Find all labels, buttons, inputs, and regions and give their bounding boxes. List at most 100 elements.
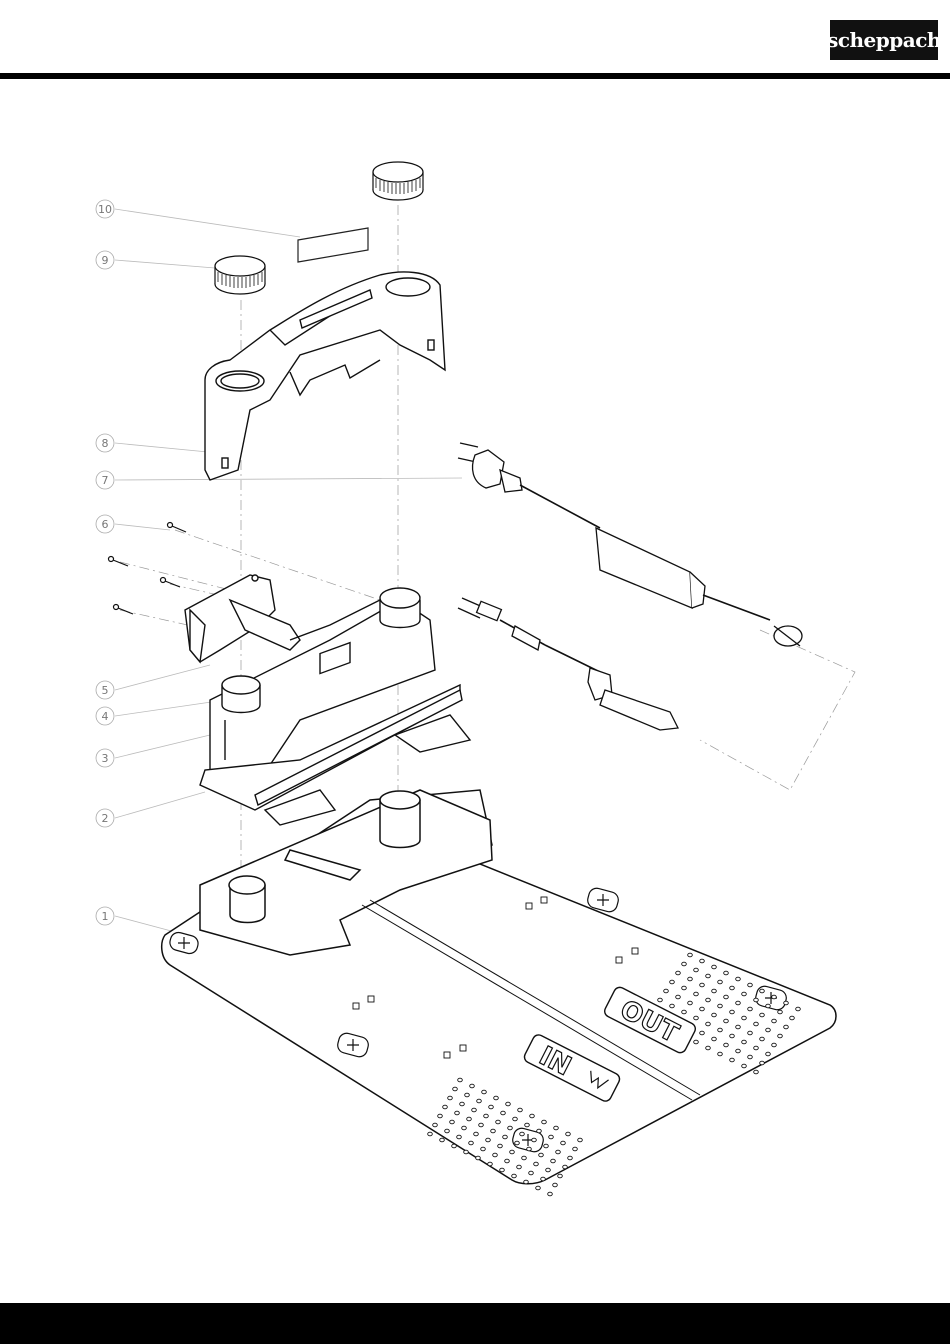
vent-hole [694, 1040, 699, 1044]
vent-hole [476, 1156, 481, 1160]
vent-hole [448, 1096, 453, 1100]
base-plate-part [162, 790, 836, 1196]
vent-hole [670, 980, 675, 984]
vent-hole [493, 1153, 498, 1157]
vent-hole [796, 1007, 801, 1011]
callout-5: 5 [96, 681, 114, 699]
vent-hole [760, 1037, 765, 1041]
vent-hole [546, 1168, 551, 1172]
vent-hole [766, 1052, 771, 1056]
vent-hole [784, 1025, 789, 1029]
vent-hole [477, 1099, 482, 1103]
label-sticker-part [298, 228, 368, 262]
vent-hole [760, 989, 765, 993]
vent-hole [712, 1037, 717, 1041]
vent-hole [541, 1177, 546, 1181]
vent-hole [450, 1120, 455, 1124]
vent-hole [482, 1090, 487, 1094]
callout-label: 3 [102, 752, 109, 765]
vent-hole [742, 1040, 747, 1044]
vent-hole [517, 1165, 522, 1169]
vent-hole [664, 989, 669, 993]
vent-hole [500, 1168, 505, 1172]
vent-hole [730, 986, 735, 990]
callout-10: 10 [96, 200, 114, 218]
vent-hole [724, 1019, 729, 1023]
vent-hole [452, 1144, 457, 1148]
vent-hole [778, 1034, 783, 1038]
callout-label: 4 [102, 710, 109, 723]
vent-hole [542, 1120, 547, 1124]
callout-1: 1 [96, 907, 114, 925]
vent-hole [724, 995, 729, 999]
callout-label: 9 [102, 254, 109, 267]
vent-hole [486, 1138, 491, 1142]
vent-hole [428, 1132, 433, 1136]
vent-hole [730, 1034, 735, 1038]
vent-hole [754, 998, 759, 1002]
vent-hole [554, 1126, 559, 1130]
vent-hole [573, 1147, 578, 1151]
vent-hole [548, 1192, 553, 1196]
callout-label: 1 [102, 910, 109, 923]
vent-hole [790, 1016, 795, 1020]
callout-8: 8 [96, 434, 114, 452]
callout-label: 2 [102, 812, 109, 825]
vent-hole [706, 1022, 711, 1026]
vent-hole [512, 1174, 517, 1178]
vent-hole [527, 1147, 532, 1151]
vent-hole [748, 1031, 753, 1035]
vent-hole [453, 1087, 458, 1091]
vent-hole [494, 1096, 499, 1100]
vent-hole [474, 1132, 479, 1136]
callout-label: 7 [102, 474, 109, 487]
vent-hole [736, 977, 741, 981]
vent-hole [479, 1123, 484, 1127]
vent-hole [433, 1123, 438, 1127]
vent-hole [443, 1105, 448, 1109]
callout-label: 8 [102, 437, 109, 450]
extension-cable-part [458, 598, 678, 730]
vent-hole [510, 1150, 515, 1154]
callouts: 10 9 8 7 6 5 4 3 2 1 [96, 200, 114, 925]
vent-hole [736, 1001, 741, 1005]
vent-hole [513, 1117, 518, 1121]
vent-hole [532, 1138, 537, 1142]
vent-hole [760, 1061, 765, 1065]
vent-hole [472, 1108, 477, 1112]
vent-hole [464, 1150, 469, 1154]
vent-hole [556, 1150, 561, 1154]
vent-hole [551, 1159, 556, 1163]
vent-hole [522, 1156, 527, 1160]
vent-hole [754, 1046, 759, 1050]
vent-hole [706, 974, 711, 978]
vent-hole [489, 1105, 494, 1109]
vent-hole [772, 995, 777, 999]
vent-hole [498, 1144, 503, 1148]
vent-hole [530, 1114, 535, 1118]
vent-hole [568, 1156, 573, 1160]
vent-hole [748, 1055, 753, 1059]
vent-hole [518, 1108, 523, 1112]
vent-hole [536, 1186, 541, 1190]
cap-right [373, 162, 423, 200]
vent-hole [676, 995, 681, 999]
vent-hole [748, 983, 753, 987]
vent-hole [505, 1159, 510, 1163]
vent-hole [553, 1183, 558, 1187]
footer-bar [0, 1303, 950, 1344]
vent-hole [694, 1016, 699, 1020]
vent-hole [578, 1138, 583, 1142]
vent-hole [754, 1070, 759, 1074]
vent-hole [544, 1144, 549, 1148]
callout-3: 3 [96, 749, 114, 767]
cap-left [215, 256, 265, 294]
vent-hole [438, 1114, 443, 1118]
callout-label: 5 [102, 684, 109, 697]
vent-hole [742, 1016, 747, 1020]
callout-6: 6 [96, 515, 114, 533]
vent-hole [694, 968, 699, 972]
callout-label: 10 [98, 203, 112, 216]
vent-hole [718, 1004, 723, 1008]
